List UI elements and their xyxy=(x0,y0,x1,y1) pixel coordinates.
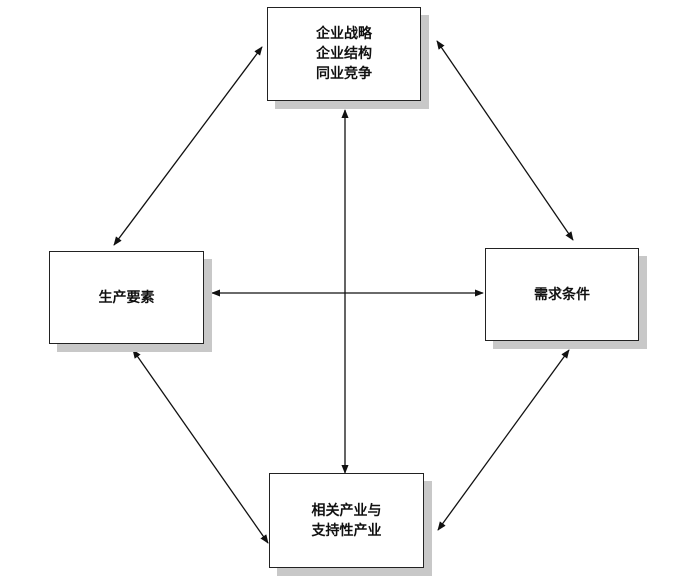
top-box-line-1: 企业战略 xyxy=(316,26,372,42)
arrow-top-right xyxy=(436,40,574,241)
arrow-top-left xyxy=(113,46,263,246)
top-box-strategy-structure-rivalry: 企业战略 企业结构 同业竞争 xyxy=(267,7,421,101)
bottom-box-line-2: 支持性产业 xyxy=(311,522,382,539)
left-box-label: 生产要素 xyxy=(98,289,155,306)
left-box-factor-conditions: 生产要素 xyxy=(49,251,204,344)
right-box-demand-conditions: 需求条件 xyxy=(485,248,639,341)
top-box-line-3: 同业竞争 xyxy=(316,66,372,82)
right-box-label: 需求条件 xyxy=(534,286,590,303)
arrow-right-bottom xyxy=(437,349,570,531)
top-box-line-2: 企业结构 xyxy=(316,46,372,62)
arrow-left-bottom xyxy=(132,349,269,544)
bottom-box-line-1: 相关产业与 xyxy=(311,502,382,519)
bottom-box-related-industries: 相关产业与 支持性产业 xyxy=(269,473,424,568)
